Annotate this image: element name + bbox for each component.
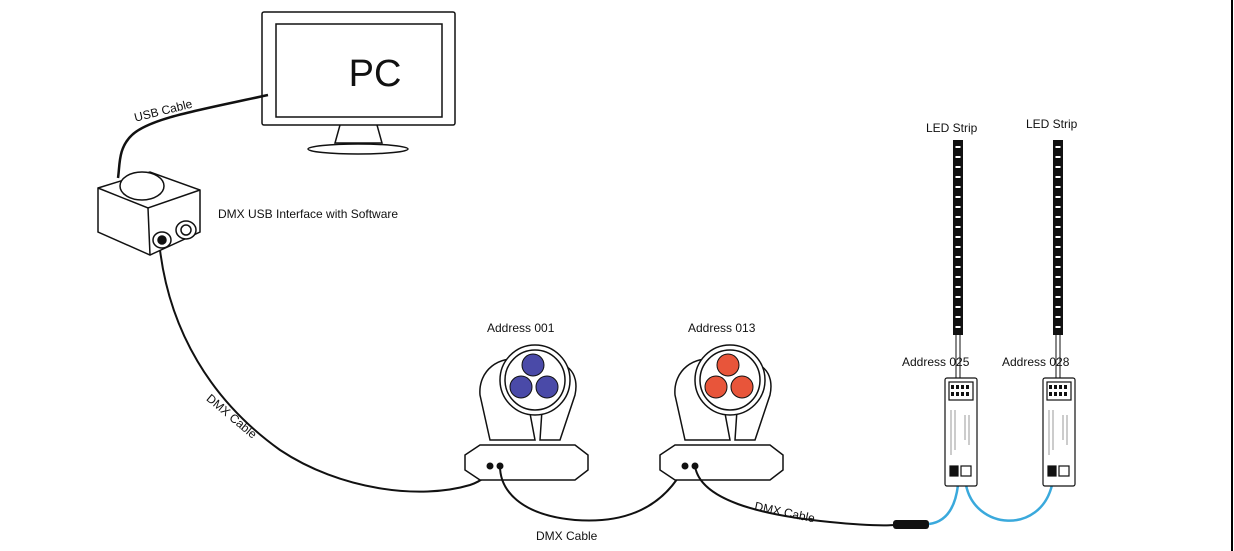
address-028-label: Address 028 (1002, 355, 1070, 369)
address-001-label: Address 001 (487, 321, 555, 335)
fixture-2-lenses (704, 353, 754, 399)
led-strip-icon-1 (953, 140, 963, 378)
led-strip-label-1: LED Strip (926, 121, 978, 135)
pc-label: PC (348, 53, 402, 95)
interface-label: DMX USB Interface with Software (218, 207, 399, 221)
dmx-cable-2 (499, 465, 686, 522)
cable-adapter (893, 520, 929, 529)
led-decoder-icon-1 (944, 377, 978, 487)
usb-cable (116, 93, 269, 179)
led-decoder-icon-2 (1042, 377, 1076, 487)
link-cable-1 (928, 484, 960, 526)
address-013-label: Address 013 (688, 321, 756, 335)
dmx-cable-1 (159, 249, 493, 493)
dmx-cable-label-2: DMX Cable (536, 529, 598, 543)
dmx-usb-interface-icon (97, 171, 201, 256)
link-cable-2 (964, 484, 1054, 522)
led-strip-label-2: LED Strip (1026, 117, 1078, 131)
fixture-2-port-in (681, 462, 689, 470)
led-strip-icon-2 (1053, 140, 1063, 378)
monitor-icon (261, 11, 456, 155)
address-025-label: Address 025 (902, 355, 970, 369)
fixture-1-port-in (486, 462, 494, 470)
fixture-1-lenses (509, 353, 559, 399)
dmx-cable-3 (694, 465, 896, 527)
